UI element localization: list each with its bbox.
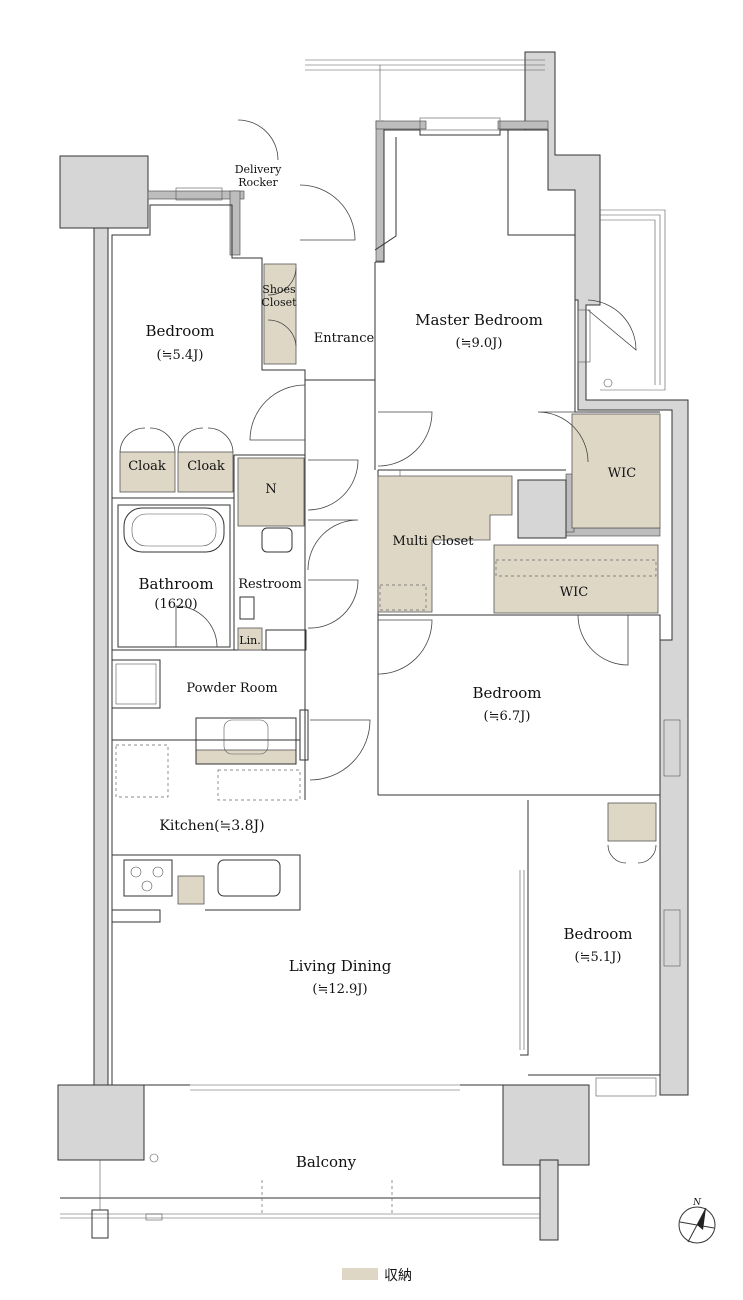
label-delivery-1: Delivery [235, 163, 282, 176]
label-shoes-1: Shoes [262, 283, 296, 296]
n-storage [237, 457, 305, 527]
wall-left [93, 227, 109, 1086]
label-wic-1: WIC [608, 466, 636, 481]
label-bedroom-3: Bedroom [564, 925, 633, 943]
column-bottom-left [57, 1084, 145, 1161]
wic-upper [571, 413, 661, 529]
label-kitchen: Kitchen(≒3.8J) [159, 818, 264, 834]
label-bathroom-size: (1620) [154, 597, 197, 612]
label-n: N [265, 482, 276, 497]
shoes-closet [263, 263, 297, 365]
label-multi-closet: Multi Closet [393, 534, 475, 549]
cloak-2 [177, 451, 234, 493]
room-labels: Delivery Rocker Shoes Closet Entrance Be… [128, 163, 636, 1171]
pipe-shaft [517, 479, 567, 539]
label-cloak-2: Cloak [187, 459, 225, 474]
label-powder-room: Powder Room [186, 681, 277, 696]
label-cloak-1: Cloak [128, 459, 166, 474]
multi-closet [377, 475, 513, 613]
doors [119, 119, 657, 864]
label-master: Master Bedroom [415, 311, 543, 329]
wall-master-top [375, 120, 385, 262]
label-bedroom-2: Bedroom [473, 684, 542, 702]
column-bottom-right [502, 1084, 590, 1166]
label-living: Living Dining [289, 957, 392, 975]
legend-storage-swatch [342, 1268, 378, 1280]
wic-lower [493, 544, 659, 614]
storage-areas [119, 263, 661, 905]
label-bedroom-2-size: (≒6.7J) [484, 709, 531, 724]
label-shoes-2: Closet [261, 296, 297, 309]
kitchen-storage [177, 875, 205, 905]
fixtures [111, 504, 657, 897]
column-top-left [59, 155, 149, 229]
label-bathroom: Bathroom [138, 575, 213, 593]
label-restroom: Restroom [238, 577, 302, 592]
label-wic-2: WIC [560, 585, 588, 600]
label-bedroom-1: Bedroom [146, 322, 215, 340]
label-living-size: (≒12.9J) [312, 982, 367, 997]
cloak-1 [119, 451, 176, 493]
wall-master-top2 [375, 120, 427, 130]
wall-wic-hatch [565, 527, 661, 537]
label-bedroom-1-size: (≒5.4J) [157, 348, 204, 363]
windows [175, 59, 681, 1097]
label-bedroom-3-size: (≒5.1J) [575, 950, 622, 965]
column-bottom-right-stem [539, 1159, 559, 1241]
label-master-size: (≒9.0J) [456, 336, 503, 351]
wall-top-bedroom [147, 190, 245, 200]
balcony-area [60, 378, 613, 1239]
compass-north-label: N [692, 1198, 702, 1208]
label-lin: Lin. [239, 634, 260, 647]
wall-delivery [229, 190, 241, 256]
compass: N [678, 1198, 716, 1244]
legend-storage-label: 収納 [384, 1268, 412, 1284]
powder-storage [195, 749, 297, 765]
wall-master-top3 [497, 120, 549, 130]
lin-storage [237, 627, 263, 651]
bedroom3-storage [607, 802, 657, 842]
label-delivery-2: Rocker [238, 176, 278, 189]
label-entrance: Entrance [314, 331, 375, 346]
label-balcony: Balcony [296, 1153, 357, 1171]
room-outlines [111, 129, 661, 1091]
